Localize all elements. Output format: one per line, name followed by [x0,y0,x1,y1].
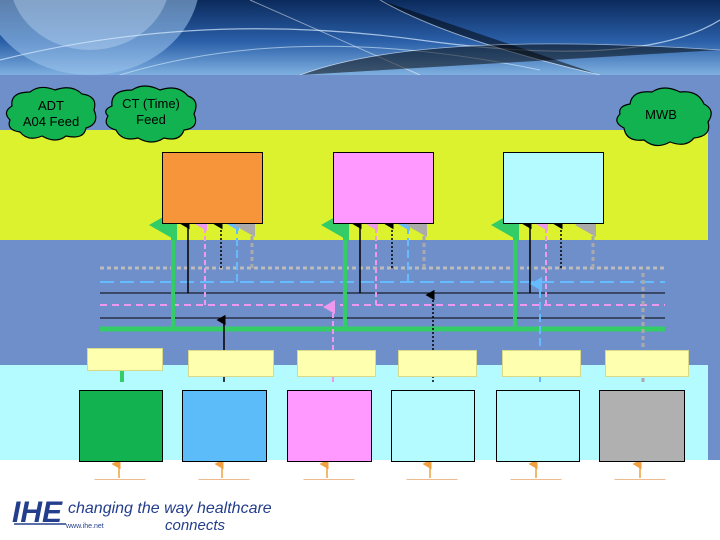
pink-actor-box [333,152,434,224]
cyan-lower-actor-box-1 [391,390,475,462]
header-globe-banner [0,0,720,75]
small-label-box-1 [87,348,163,371]
adt-feed-cloud: ADT A04 Feed [10,98,92,130]
small-label-box-2 [188,350,274,377]
gray-actor-box [599,390,685,462]
green-actor-box [79,390,163,462]
cyan-lower-actor-box-2 [496,390,580,462]
adt-feed-line1: ADT [38,98,64,113]
mwb-label: MWB [645,107,677,122]
small-label-box-6 [605,350,689,377]
mwb-cloud-shape [616,87,712,147]
footer [0,480,720,540]
globe-graphic [0,0,720,75]
connection-lines [100,209,665,478]
footer-tagline: changing the way healthcare [68,500,272,517]
orange-actor-box [162,152,263,224]
ct-time-feed-cloud: CT (Time) Feed [108,96,194,128]
adt-cloud-shape [5,86,97,141]
small-label-box-5 [502,350,581,377]
ct-time-line1: CT (Time) [122,96,180,111]
footer-url[interactable]: www.ihe.net [66,523,104,530]
cyan-actor-box [503,152,604,224]
small-label-box-3 [297,350,376,377]
ct-time-line2: Feed [136,112,166,127]
ihe-logo: IHE [12,496,66,529]
pink-lower-actor-box [287,390,372,462]
footer-connects: connects [165,517,226,534]
mwb-cloud: MWB [628,107,694,123]
cloud-shapes [5,85,712,147]
adt-feed-line2: A04 Feed [22,114,80,129]
ct-time-cloud-shape [105,85,197,143]
small-label-box-4 [398,350,477,377]
blue-actor-box [182,390,267,462]
